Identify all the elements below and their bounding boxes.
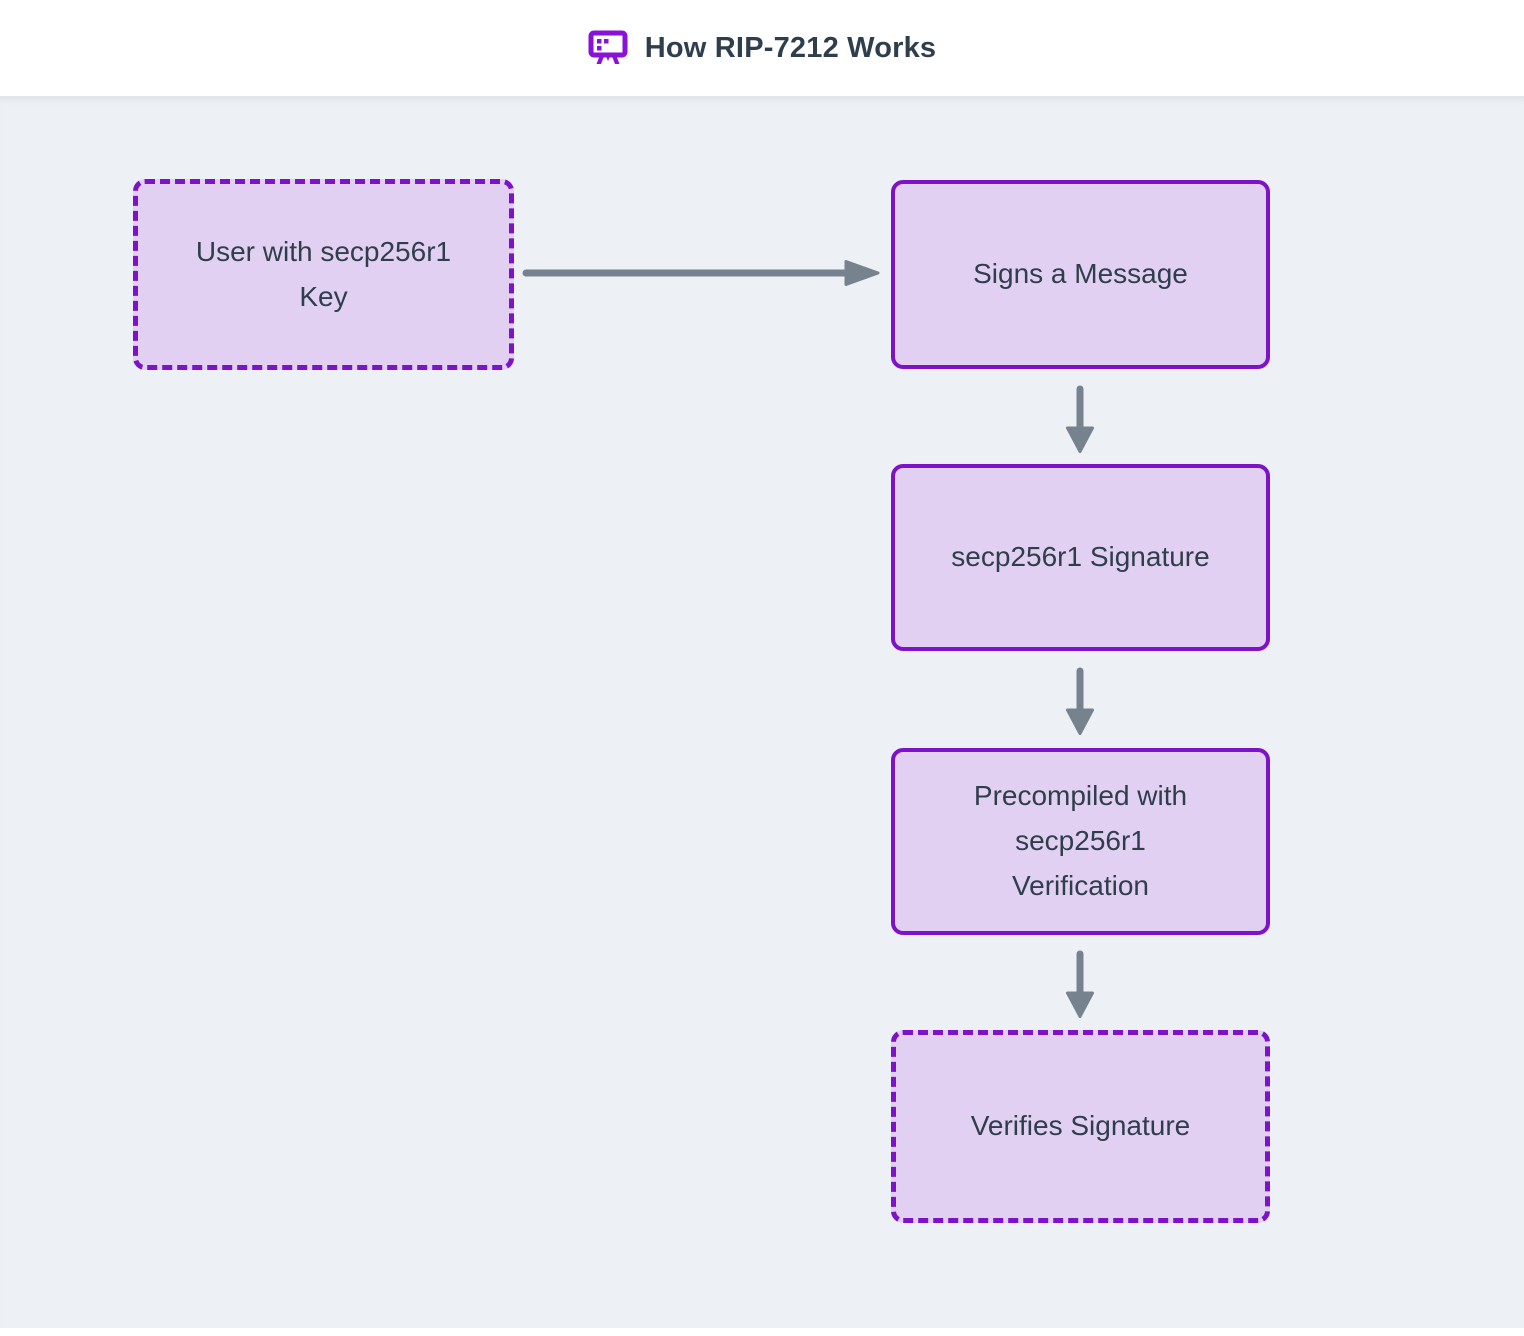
header: How RIP-7212 Works — [0, 0, 1524, 97]
node-user-secp256r1-key: User with secp256r1 Key — [133, 179, 514, 370]
page-title: How RIP-7212 Works — [644, 31, 937, 64]
arrow-sign-to-signature — [1066, 385, 1094, 453]
arrow-signature-to-precompile — [1066, 667, 1094, 735]
node-precompiled-verification: Precompiled with secp256r1 Verification — [891, 748, 1270, 935]
arrow-user-to-sign — [522, 260, 880, 286]
node-signs-a-message: Signs a Message — [891, 180, 1270, 369]
arrow-precompile-to-verify — [1066, 950, 1094, 1018]
diagram-canvas: User with secp256r1 Key Signs a Message … — [0, 97, 1524, 1328]
presentation-board-icon — [588, 29, 628, 67]
node-secp256r1-signature: secp256r1 Signature — [891, 464, 1270, 651]
node-verifies-signature: Verifies Signature — [891, 1030, 1270, 1223]
